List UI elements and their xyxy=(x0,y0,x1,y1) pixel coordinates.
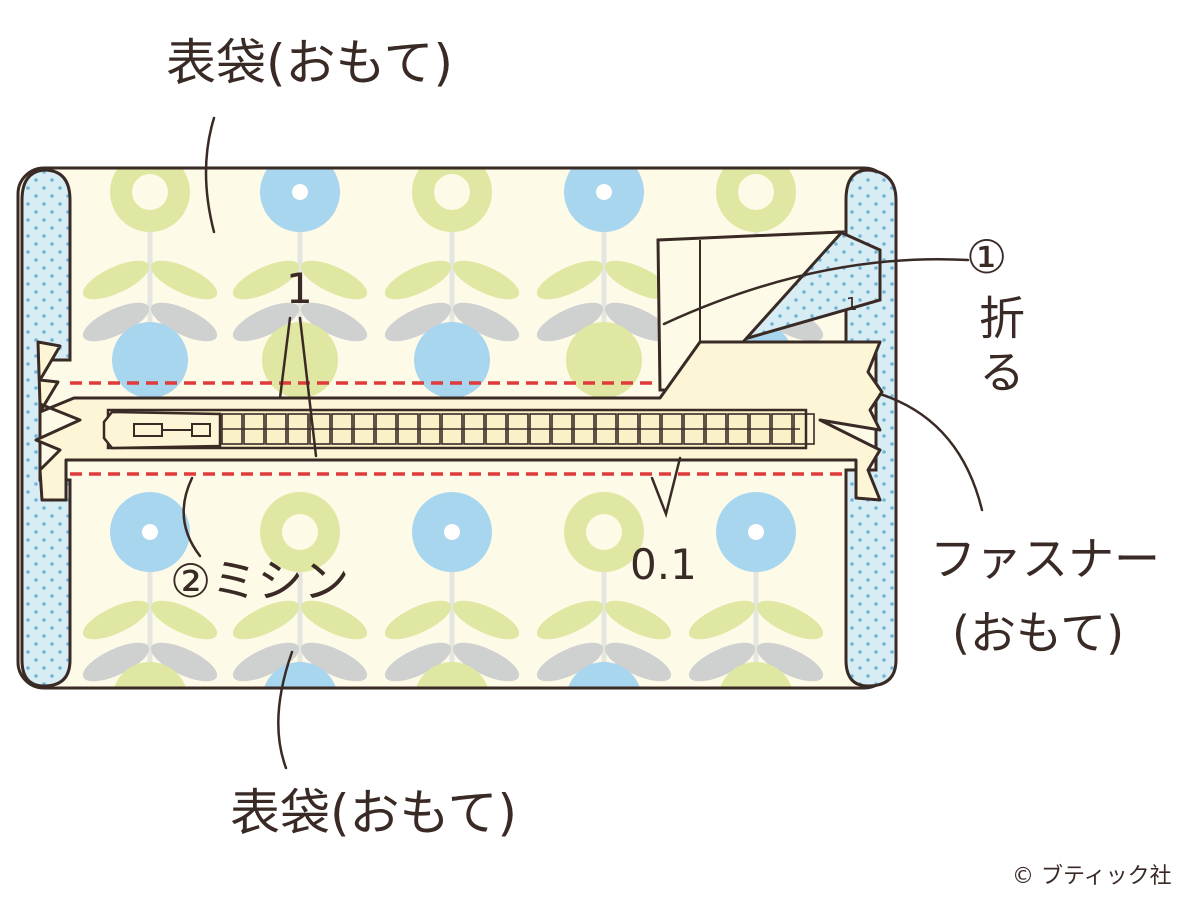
flower-motif xyxy=(228,492,372,700)
zipper-slider xyxy=(102,410,222,450)
flower-motif xyxy=(684,492,828,700)
leader-step1 xyxy=(662,257,970,326)
outer-bag-bottom-label: 表袋(おもて) xyxy=(230,784,518,842)
flower-motif xyxy=(228,168,372,360)
zipper-front-label: (おもて) xyxy=(952,606,1125,660)
flower-motif xyxy=(78,492,222,700)
flower-motif xyxy=(684,168,828,360)
leader-dim-01 xyxy=(650,456,682,519)
outer-bag-top-label: 表袋(おもて) xyxy=(166,34,454,92)
flower-motif xyxy=(380,492,524,700)
zipper-label: ファスナー xyxy=(930,532,1160,586)
dimension-0-1-label: 0.1 xyxy=(630,540,697,589)
dimension-1-label: 1 xyxy=(286,264,313,313)
flower-head xyxy=(112,662,188,688)
leader-zipper xyxy=(878,392,984,512)
copyright-label: © ブティック社 xyxy=(1012,864,1172,889)
flower-head xyxy=(566,322,642,398)
flower-head xyxy=(262,322,338,398)
flower-motif xyxy=(532,168,676,360)
flower-motif xyxy=(380,168,524,360)
leader-outer-bottom xyxy=(277,650,294,770)
flower-head xyxy=(718,662,794,688)
flower-head xyxy=(566,662,642,688)
flower-head xyxy=(414,322,490,398)
step2-sewing-label: ②ミシン xyxy=(170,554,350,608)
flower-head xyxy=(112,322,188,398)
step1-fold-label: 折る xyxy=(972,294,1026,402)
zipper-teeth-grid xyxy=(221,413,815,445)
flower-head xyxy=(262,662,338,688)
step1-number: ① xyxy=(966,230,1008,284)
flower-motif xyxy=(532,492,676,700)
leader-outer-top xyxy=(204,116,216,234)
flower-motif xyxy=(78,168,222,360)
dimension-small-1-label: 1 xyxy=(846,294,858,315)
leader-step2 xyxy=(182,476,202,558)
flower-head xyxy=(414,662,490,688)
leader-dim-1 xyxy=(278,316,318,458)
lining-left xyxy=(20,168,72,688)
